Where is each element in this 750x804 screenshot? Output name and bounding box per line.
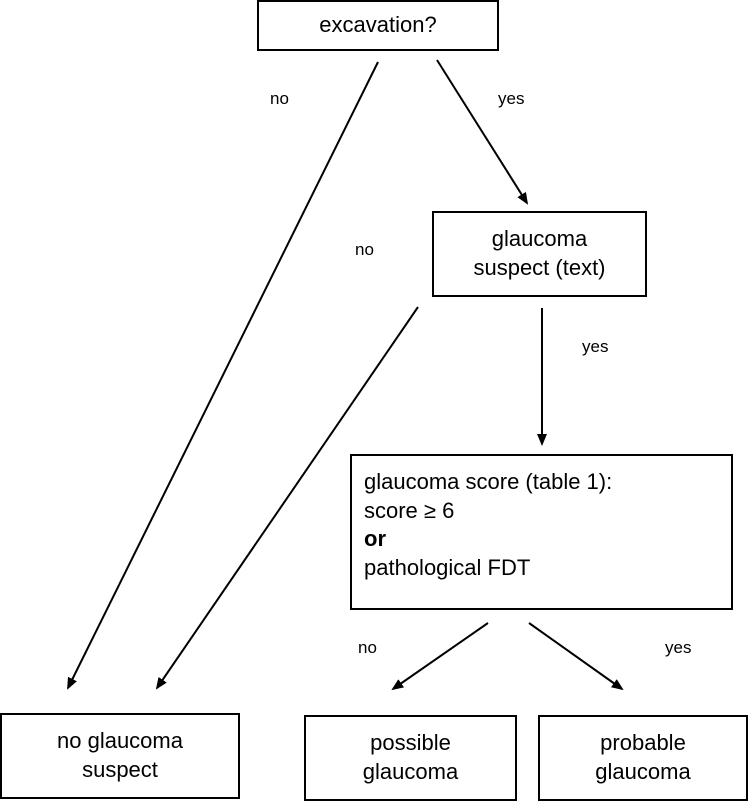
node-glaucoma-suspect: glaucoma suspect (text) <box>432 211 647 297</box>
node-glaucoma-score-line4: pathological FDT <box>364 554 531 580</box>
node-glaucoma-score: glaucoma score (table 1): score ≥ 6 or p… <box>350 454 733 610</box>
node-glaucoma-suspect-line2: suspect (text) <box>473 255 606 280</box>
edge-label-score-yes: yes <box>665 638 692 657</box>
node-probable-glaucoma: probable glaucoma <box>538 715 748 801</box>
edge-label-suspect-no: no <box>355 240 374 259</box>
arrow-score-to-probable <box>528 622 624 691</box>
node-excavation: excavation? <box>257 0 499 51</box>
arrow-score-to-possible <box>391 622 489 691</box>
node-possible-glaucoma: possible glaucoma <box>304 715 517 801</box>
node-possible-glaucoma-line2: glaucoma <box>362 759 459 784</box>
node-glaucoma-suspect-line1: glaucoma <box>491 226 588 252</box>
node-glaucoma-score-line1: glaucoma score (table 1): <box>364 469 613 494</box>
node-probable-glaucoma-line1: probable <box>600 730 686 756</box>
node-glaucoma-score-line2: score ≥ 6 <box>364 497 455 523</box>
edge-label-excavation-no: no <box>270 89 289 108</box>
edge-label-score-no: no <box>358 638 377 657</box>
node-no-glaucoma-suspect-line2: suspect <box>82 757 158 782</box>
arrow-suspect-to-no-suspect <box>155 306 419 690</box>
node-possible-glaucoma-line1: possible <box>370 730 451 756</box>
node-no-glaucoma-suspect: no glaucoma suspect <box>0 713 240 799</box>
node-excavation-text: excavation? <box>319 12 437 38</box>
edge-label-suspect-yes: yes <box>582 337 609 356</box>
node-no-glaucoma-suspect-line1: no glaucoma <box>57 728 183 754</box>
node-probable-glaucoma-line2: glaucoma <box>595 759 691 784</box>
arrow-excavation-to-no-suspect <box>67 61 379 690</box>
edge-label-excavation-yes: yes <box>498 89 525 108</box>
arrow-excavation-to-suspect <box>436 59 529 205</box>
node-glaucoma-score-line3: or <box>364 526 386 552</box>
